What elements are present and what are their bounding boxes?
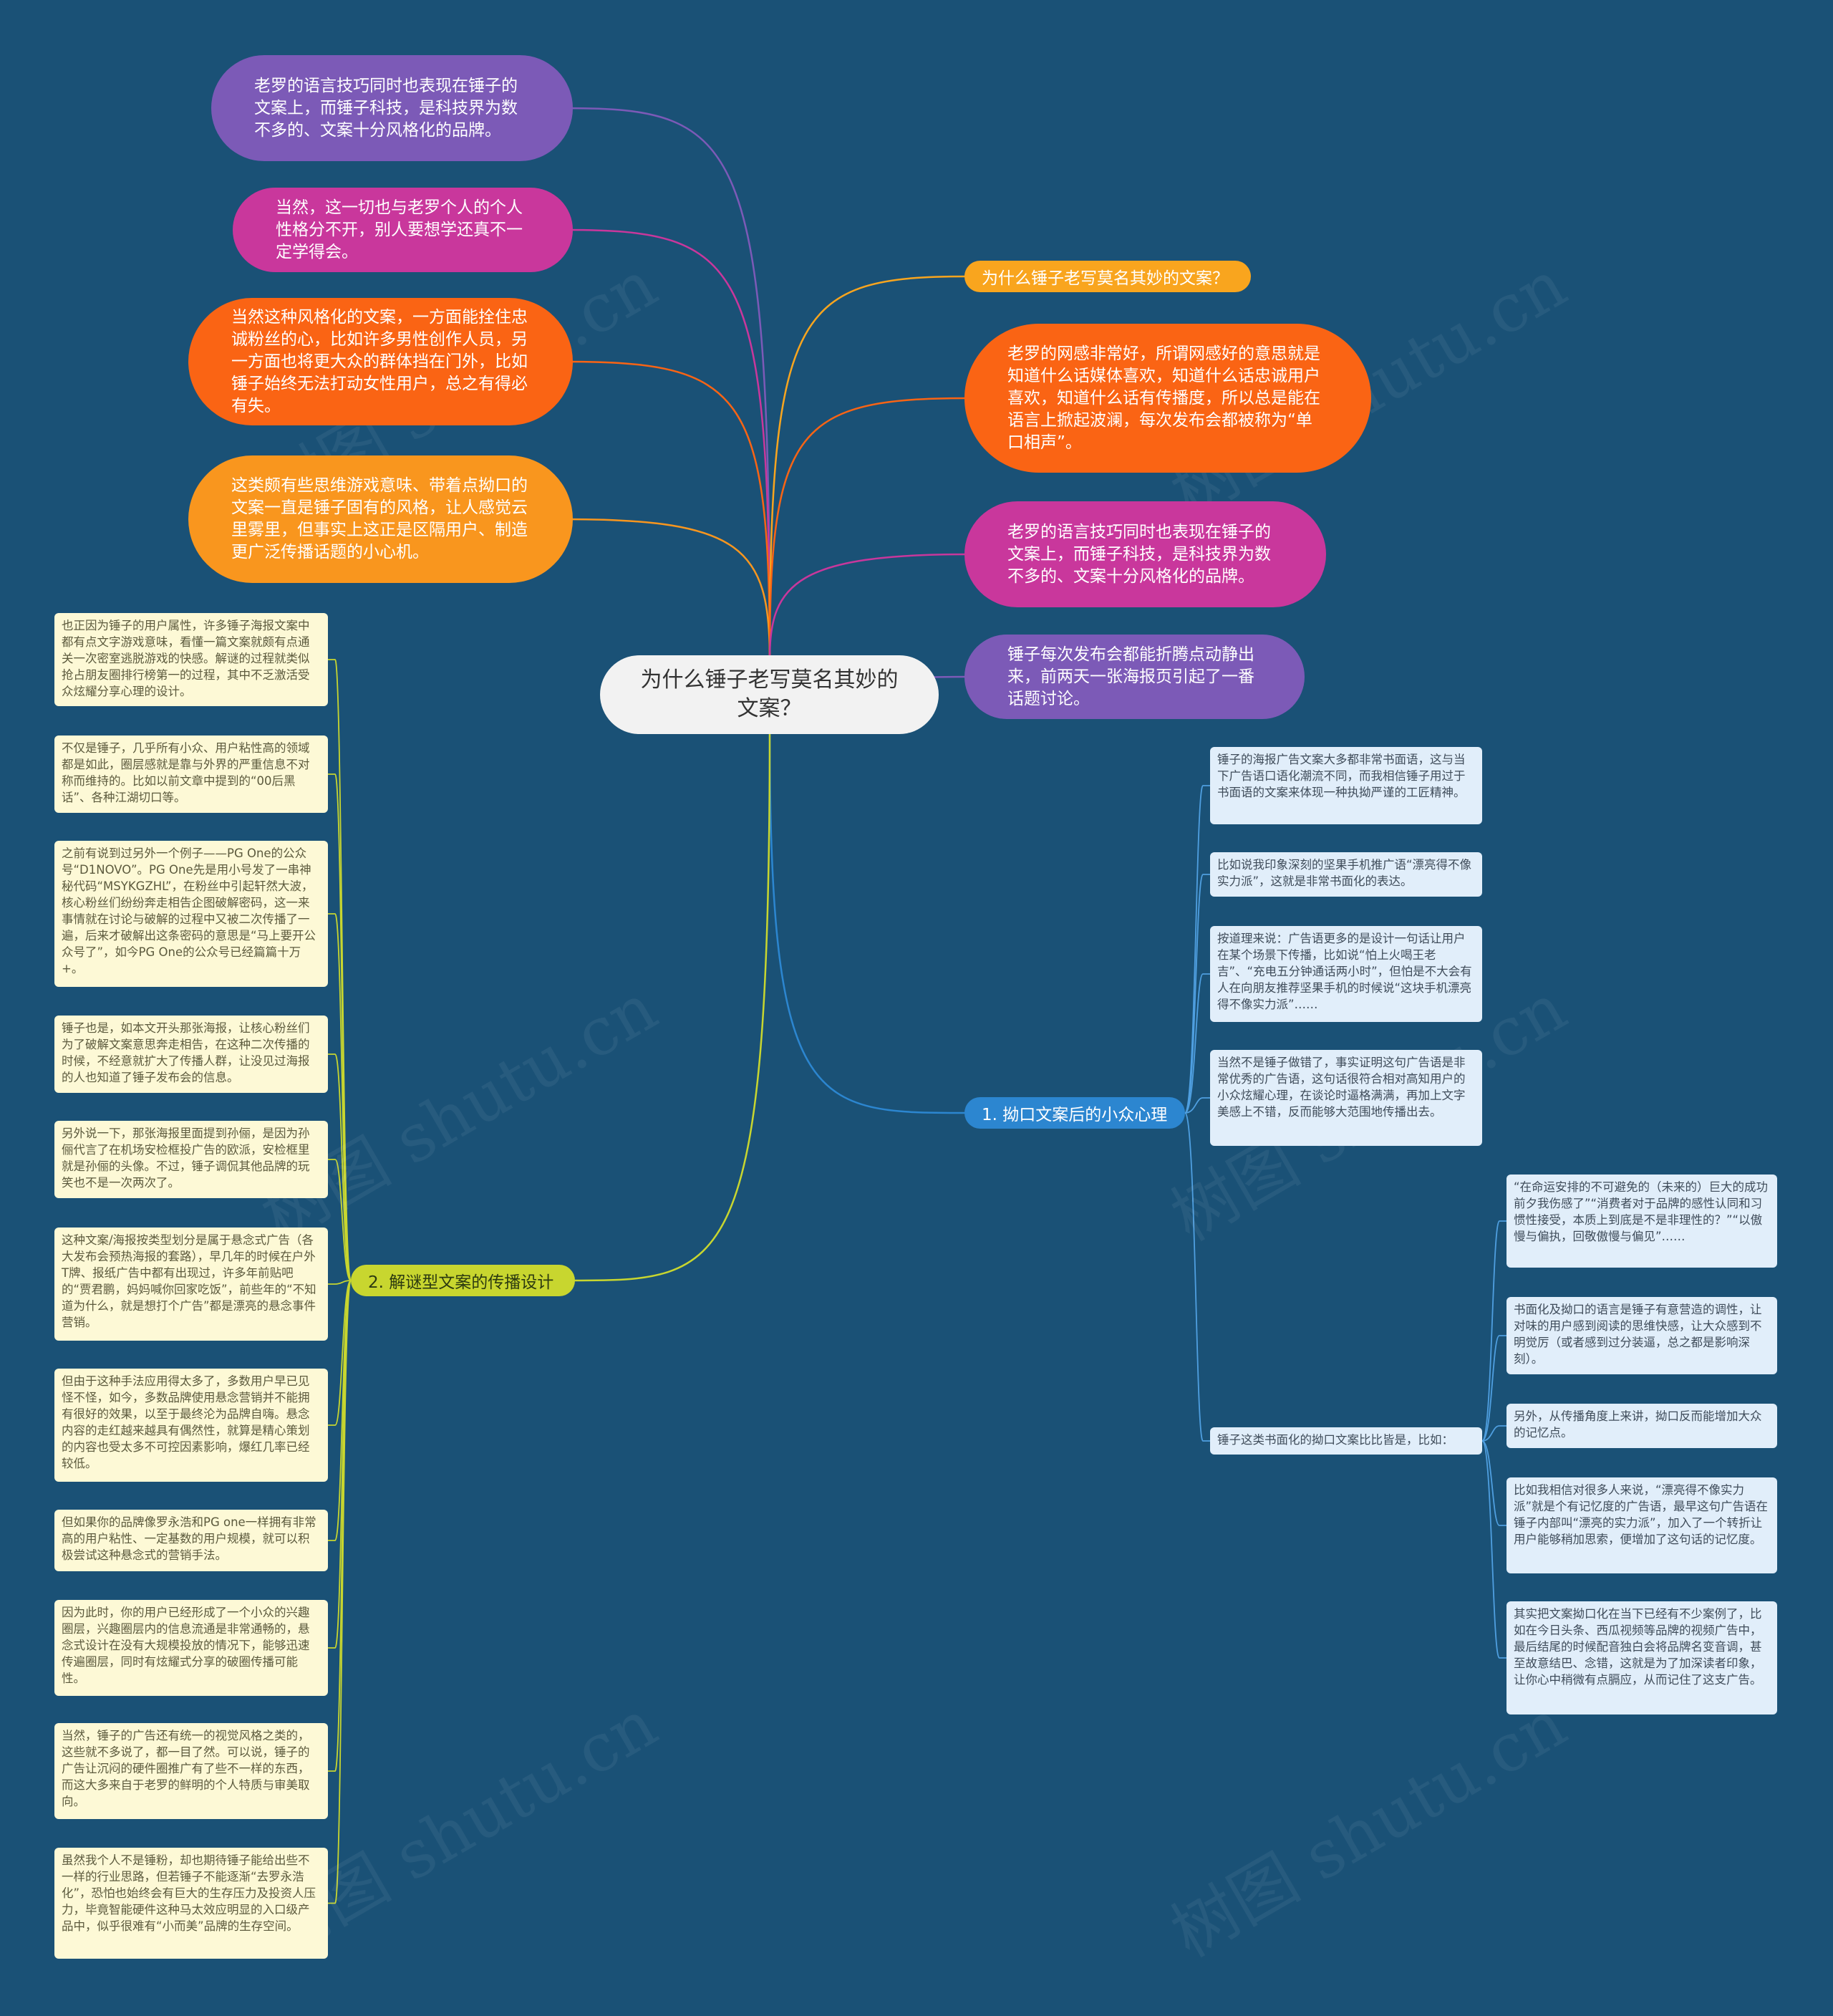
connector-line	[565, 228, 771, 659]
connector-line	[1481, 1440, 1506, 1526]
left-pill-branch[interactable]: 这类颇有些思维游戏意味、带着点拗口的文案一直是锤子固有的风格，让人感觉云里雾里，…	[188, 455, 573, 583]
topic-psychology[interactable]: 1. 拗口文案后的小众心理	[964, 1097, 1185, 1129]
left-pill-branch[interactable]: 老罗的语言技巧同时也表现在锤子的文案上，而锤子科技，是科技界为数不多的、文案十分…	[211, 55, 573, 161]
connector-line	[328, 1280, 352, 1904]
psych-note: 当然不是锤子做错了，事实证明这句广告语是非常优秀的广告语，这句话很符合相对高知用…	[1210, 1050, 1482, 1146]
left-pill-branch[interactable]: 当然，这一切也与老罗个人的个人性格分不开，别人要想学还真不一定学得会。	[233, 188, 573, 272]
pill-text: 老罗的语言技巧同时也表现在锤子的文案上，而锤子科技，是科技界为数不多的、文案十分…	[1007, 522, 1271, 586]
connector-line	[328, 1159, 352, 1281]
connector-line	[565, 518, 771, 659]
right-pill-branch[interactable]: 老罗的网感非常好，所谓网感好的意思就是知道什么话媒体喜欢，知道什么话忠诚用户喜欢…	[964, 324, 1371, 473]
connector-line	[1184, 785, 1210, 1114]
connector-line	[768, 730, 968, 1114]
connector-line	[768, 275, 968, 659]
pill-text: 老罗的网感非常好，所谓网感好的意思就是知道什么话媒体喜欢，知道什么话忠诚用户喜欢…	[1007, 344, 1320, 452]
compare-note: “在命运安排的不可避免的（未来的）巨大的成功前夕我伤感了”“消费者对于品牌的感性…	[1506, 1175, 1777, 1268]
connector-line	[1481, 1440, 1506, 1659]
right-topic-question[interactable]: 为什么锤子老写莫名其妙的文案？	[964, 261, 1251, 292]
puzzle-note: 因为此时，你的用户已经形成了一个小众的兴趣圈层，兴趣圈层内的信息流通是非常通畅的…	[54, 1600, 328, 1696]
puzzle-note: 虽然我个人不是锤粉，却也期待锤子能给出些不一样的行业思路，但若锤子不能逐渐“去罗…	[54, 1848, 328, 1959]
connector-line	[571, 730, 771, 1282]
connector-line	[565, 107, 771, 659]
compare-note: 其实把文案拗口化在当下已经有不少案例了，比如在今日头条、西瓜视频等品牌的视频广告…	[1506, 1601, 1777, 1714]
root-title: 为什么锤子老写莫名其妙的文案？	[640, 667, 899, 721]
right-pill-branch[interactable]: 老罗的语言技巧同时也表现在锤子的文案上，而锤子科技，是科技界为数不多的、文案十分…	[964, 501, 1326, 607]
psych-note: 比如说我印象深刻的坚果手机推广语“漂亮得不像实力派”，这就是非常书面化的表达。	[1210, 852, 1482, 897]
topic-text: 2. 解谜型文案的传播设计	[368, 1273, 554, 1292]
connector-line	[768, 553, 968, 659]
connector-line	[1184, 1097, 1210, 1114]
compare-note: 另外，从传播角度上来讲，拗口反而能增加大众的记忆点。	[1506, 1404, 1777, 1448]
connector-line	[1481, 1425, 1506, 1442]
connector-line	[1184, 973, 1210, 1114]
puzzle-note: 不仅是锤子，几乎所有小众、用户粘性高的领域都是如此，圈层感就是靠与外界的严重信息…	[54, 735, 328, 813]
connector-line	[328, 1280, 352, 1285]
pill-text: 这类颇有些思维游戏意味、带着点拗口的文案一直是锤子固有的风格，让人感觉云里雾里，…	[231, 476, 528, 561]
left-pill-branch[interactable]: 当然这种风格化的文案，一方面能拴住忠诚粉丝的心，比如许多男性创作人员，另一方面也…	[188, 298, 573, 425]
connector-line	[1481, 1335, 1506, 1442]
puzzle-note: 但由于这种手法应用得太多了，多数用户早已见怪不怪，如今，多数品牌使用悬念营销并不…	[54, 1369, 328, 1482]
connector-line	[565, 360, 771, 659]
connector-line	[328, 913, 352, 1281]
puzzle-note: 但如果你的品牌像罗永浩和PG one一样拥有非常高的用户粘性、一定基数的用户规模…	[54, 1510, 328, 1571]
puzzle-note: 另外说一下，那张海报里面提到孙俪，是因为孙俪代言了在机场安检框投广告的欧派，安检…	[54, 1121, 328, 1198]
puzzle-note: 这种文案/海报按类型划分是属于悬念式广告（各大发布会预热海报的套路），早几年的时…	[54, 1228, 328, 1341]
compare-note: 书面化及拗口的语言是锤子有意营造的调性，让对味的用户感到阅读的思维快感，让大众感…	[1506, 1297, 1777, 1374]
topic-text: 为什么锤子老写莫名其妙的文案？	[982, 269, 1229, 288]
pill-text: 锤子每次发布会都能折腾点动静出来，前两天一张海报页引起了一番话题讨论。	[1007, 645, 1254, 708]
connector-line	[328, 1280, 352, 1772]
puzzle-note: 锤子也是，如本文开头那张海报，让核心粉丝们为了破解文案意思奔走相告，在这种二次传…	[54, 1016, 328, 1093]
connector-line	[1481, 1220, 1506, 1442]
compare-note: 比如我相信对很多人来说，“漂亮得不像实力派”就是个有记忆度的广告语，最早这句广告…	[1506, 1477, 1777, 1573]
root-topic[interactable]: 为什么锤子老写莫名其妙的文案？	[600, 655, 939, 734]
connector-line	[1184, 874, 1210, 1114]
connector-line	[1184, 1112, 1210, 1442]
puzzle-note: 当然，锤子的广告还有统一的视觉风格之类的，这些就不多说了，都一目了然。可以说，锤…	[54, 1723, 328, 1819]
puzzle-note: 之前有说到过另外一个例子——PG One的公众号“D1NOVO”。PG One先…	[54, 841, 328, 987]
connector-line	[768, 397, 968, 659]
topic-puzzle-design[interactable]: 2. 解谜型文案的传播设计	[351, 1265, 575, 1296]
pill-text: 老罗的语言技巧同时也表现在锤子的文案上，而锤子科技，是科技界为数不多的、文案十分…	[254, 76, 518, 140]
compare-label: 锤子这类书面化的拗口文案比比皆是，比如：	[1210, 1427, 1482, 1455]
connector-line	[328, 1280, 352, 1426]
topic-text: 1. 拗口文案后的小众心理	[982, 1106, 1168, 1124]
connector-line	[328, 773, 352, 1281]
connector-line	[328, 1053, 352, 1281]
psych-note: 锤子的海报广告文案大多都非常书面语，这与当下广告语口语化潮流不同，而我相信锤子用…	[1210, 747, 1482, 824]
pill-text: 当然，这一切也与老罗个人的个人性格分不开，别人要想学还真不一定学得会。	[276, 198, 523, 261]
puzzle-note: 也正因为锤子的用户属性，许多锤子海报文案中都有点文字游戏意味，看懂一篇文案就颇有…	[54, 613, 328, 706]
pill-text: 当然这种风格化的文案，一方面能拴住忠诚粉丝的心，比如许多男性创作人员，另一方面也…	[231, 307, 528, 415]
psych-note: 按道理来说：广告语更多的是设计一句话让用户在某个场景下传播，比如说“怕上火喝王老…	[1210, 926, 1482, 1022]
right-pill-branch[interactable]: 锤子每次发布会都能折腾点动静出来，前两天一张海报页引起了一番话题讨论。	[964, 635, 1305, 719]
